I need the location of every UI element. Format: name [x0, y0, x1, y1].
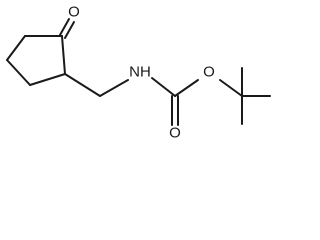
molecule-structure: O NH O O	[6, 4, 271, 142]
carbonyl-oxygen-label: O	[169, 125, 181, 142]
methylene-bond	[64, 73, 101, 97]
structure-canvas: O NH O O	[6, 4, 271, 142]
ring-bond-2	[6, 35, 26, 61]
amine-nitrogen-label: NH	[129, 64, 151, 81]
ketone-oxygen-label: O	[68, 4, 80, 21]
ester-oxygen-tbutyl-bond	[219, 79, 243, 97]
ring-bond-5	[61, 35, 66, 75]
ring-bond-3	[6, 59, 31, 86]
ketone-double-bond	[59, 18, 75, 39]
methylene-nitrogen-bond	[99, 79, 129, 97]
ketone-bond-b	[64, 21, 75, 39]
ester-oxygen-label: O	[203, 64, 215, 81]
ring-bond-4	[29, 73, 66, 86]
nitrogen-carbonyl-bond	[151, 77, 176, 97]
cyclopentanone-ring	[6, 35, 66, 86]
carbamate-double-bond	[171, 95, 179, 126]
carbonyl-ester-oxygen-bond	[174, 79, 199, 97]
ketone-bond-a	[59, 18, 70, 36]
